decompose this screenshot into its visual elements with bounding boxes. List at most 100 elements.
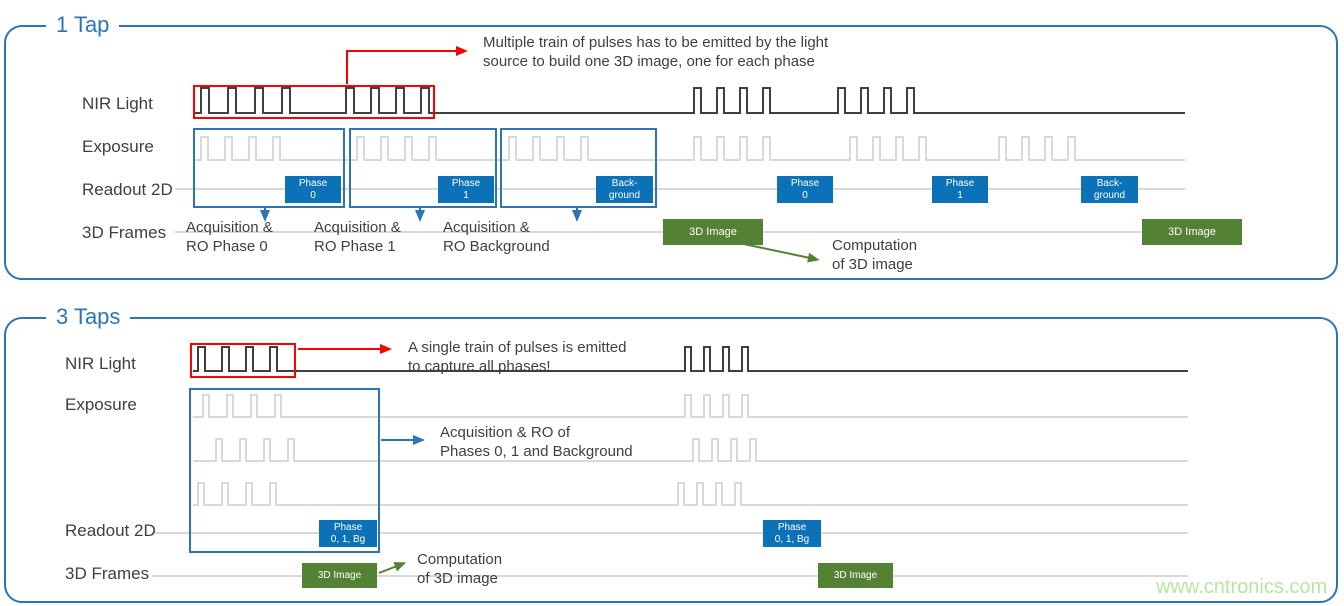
waveform-pulse	[722, 346, 730, 372]
waveform-pulse	[734, 482, 742, 506]
waveform-pulse	[420, 87, 430, 114]
badge-line2: 0	[802, 189, 808, 201]
waveform-pulse	[580, 136, 589, 161]
waveform-pulse	[395, 87, 405, 114]
waveform-pulse	[684, 346, 692, 372]
waveform-pulse	[263, 438, 271, 462]
row-label-3d-frames: 3D Frames	[82, 223, 167, 242]
waveform-pulse	[274, 394, 282, 418]
readout-badge-phase0: Phase 0	[285, 176, 341, 203]
waveform-pulse	[692, 438, 700, 462]
3d-image-badge: 3D Image	[818, 563, 893, 588]
waveform-pulse	[739, 87, 748, 114]
waveform-pulse	[248, 136, 257, 161]
waveform-pulse	[224, 136, 233, 161]
row-label-readout-2d: Readout 2D	[65, 521, 156, 540]
waveform-pulse	[221, 346, 230, 372]
badge-line1: Phase	[333, 521, 363, 533]
row-label-exposure: Exposure	[82, 137, 154, 156]
acquisition-box-background	[500, 128, 657, 208]
acquisition-label-background: Acquisition & RO Background	[443, 218, 550, 256]
acquisition-box-phase1	[349, 128, 497, 208]
waveform-pulse	[239, 438, 247, 462]
label-line2: RO Background	[443, 238, 550, 255]
nir-single-train-highlight-box	[190, 343, 296, 378]
readout-badge-phase1: Phase 1	[932, 176, 988, 203]
waveform-pulse	[269, 346, 278, 372]
waveform-pulse	[532, 136, 541, 161]
note-line2: to capture all phases!	[408, 358, 551, 375]
waveform-pulse	[703, 394, 711, 418]
waveform-pulse	[1021, 136, 1030, 161]
waveform-pulse	[716, 87, 725, 114]
waveform-pulse	[872, 136, 881, 161]
readout-badge-phase0: Phase 0	[777, 176, 833, 203]
acquisition-label-phase1: Acquisition & RO Phase 1	[314, 218, 401, 256]
row-label-nir-light: NIR Light	[82, 94, 153, 113]
waveform-pulse	[693, 87, 702, 114]
panel-title-1tap: 1 Tap	[46, 12, 120, 38]
acquisition-box-phase0	[193, 128, 345, 208]
waveform-pulse	[730, 438, 738, 462]
waveform-pulse	[837, 87, 846, 114]
waveform-pulse	[716, 136, 725, 161]
readout-badge-all-phases: Phase 0, 1, Bg	[763, 520, 821, 547]
3d-image-badge: 3D Image	[302, 563, 377, 588]
badge-line2: 0, 1, Bg	[330, 533, 366, 545]
single-train-note: A single train of pulses is emitted to c…	[408, 338, 626, 376]
waveform-pulse	[227, 87, 237, 114]
label-line2: RO Phase 0	[186, 238, 268, 255]
badge-line2: 0	[310, 189, 316, 201]
waveform-pulse	[739, 136, 748, 161]
waveform-pulse	[281, 87, 291, 114]
note-line1: Acquisition & RO of	[440, 424, 571, 441]
waveform-pulse	[703, 346, 711, 372]
label-line1: Acquisition &	[443, 219, 530, 236]
note-line2: Phases 0, 1 and Background	[440, 443, 633, 460]
readout-badge-phase1: Phase 1	[438, 176, 494, 203]
waveform-baseline	[193, 460, 1188, 462]
waveform-pulse	[715, 482, 723, 506]
waveform-pulse	[711, 438, 719, 462]
badge-line1: Phase	[451, 177, 481, 189]
waveform-pulse	[356, 136, 365, 161]
label-line1: Acquisition &	[186, 219, 273, 236]
waveform-baseline	[193, 504, 1188, 506]
waveform-baseline	[195, 159, 1185, 161]
computation-note: Computation of 3D image	[832, 236, 917, 274]
waveform-pulse	[677, 482, 685, 506]
waveform-pulse	[762, 136, 771, 161]
waveform-pulse	[749, 438, 757, 462]
waveform-pulse	[998, 136, 1007, 161]
waveform-pulse	[1067, 136, 1076, 161]
waveform-pulse	[741, 346, 749, 372]
badge-line2: 1	[463, 189, 469, 201]
panel-1tap-frame	[4, 25, 1338, 280]
waveform-pulse	[250, 394, 258, 418]
row-label-nir-light: NIR Light	[65, 354, 136, 373]
label-line1: Acquisition &	[314, 219, 401, 236]
waveform-baseline	[152, 575, 1188, 577]
acquisition-box-all-phases	[189, 388, 380, 553]
waveform-baseline	[152, 532, 1188, 534]
waveform-pulse	[741, 394, 749, 418]
row-label-readout-2d: Readout 2D	[82, 180, 173, 199]
nir-pulse-trains-highlight-box	[193, 85, 435, 119]
waveform-pulse	[895, 136, 904, 161]
waveform-pulse	[428, 136, 437, 161]
badge-line1: Back-	[1096, 177, 1123, 189]
waveform-pulse	[200, 87, 210, 114]
waveform-pulse	[762, 87, 771, 114]
row-label-3d-frames: 3D Frames	[65, 564, 150, 583]
waveform-pulse	[200, 136, 209, 161]
waveform-pulse	[696, 482, 704, 506]
waveform-pulse	[918, 136, 927, 161]
badge-line2: ground	[1093, 189, 1126, 201]
badge-line1: Phase	[945, 177, 975, 189]
waveform-pulse	[215, 438, 223, 462]
waveform-pulse	[202, 394, 210, 418]
readout-badge-background: Back- ground	[596, 176, 653, 203]
panel-3taps-frame	[4, 317, 1338, 603]
waveform-pulse	[287, 438, 295, 462]
